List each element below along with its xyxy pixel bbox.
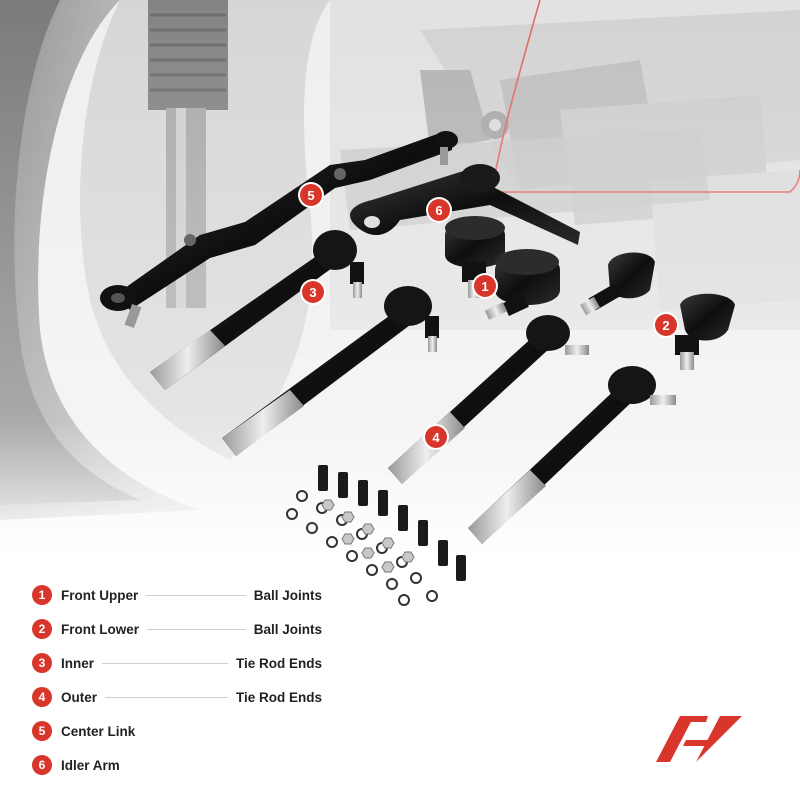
parts-legend: 1 Front Upper Ball Joints 2 Front Lower … bbox=[32, 578, 322, 782]
legend-row-2: 2 Front Lower Ball Joints bbox=[32, 612, 322, 646]
outer-tie-rod-a bbox=[388, 315, 589, 484]
upper-ball-joint-a bbox=[445, 216, 505, 298]
legend-part-name: Front Lower bbox=[61, 621, 139, 637]
legend-divider bbox=[146, 594, 246, 596]
upper-ball-joint-b bbox=[484, 249, 560, 320]
legend-row-4: 4 Outer Tie Rod Ends bbox=[32, 680, 322, 714]
callout-1: 1 bbox=[474, 275, 496, 297]
legend-number: 1 bbox=[32, 585, 52, 605]
hardware-kit bbox=[286, 465, 466, 606]
legend-divider bbox=[105, 696, 228, 698]
legend-number: 4 bbox=[32, 687, 52, 707]
callout-5: 5 bbox=[300, 184, 322, 206]
inner-tie-rod-a bbox=[150, 230, 364, 390]
legend-number: 2 bbox=[32, 619, 52, 639]
legend-part-name: Outer bbox=[61, 689, 98, 705]
legend-row-1: 1 Front Upper Ball Joints bbox=[32, 578, 322, 612]
legend-part-name: Idler Arm bbox=[61, 757, 120, 773]
outer-tie-rod-b bbox=[468, 366, 676, 544]
legend-part-name: Center Link bbox=[61, 723, 136, 739]
callout-4: 4 bbox=[425, 426, 447, 448]
legend-part-type: Tie Rod Ends bbox=[235, 655, 322, 671]
chassis-background-photo bbox=[0, 0, 800, 560]
legend-part-name: Front Upper bbox=[61, 587, 139, 603]
center-link bbox=[100, 131, 458, 329]
callout-6: 6 bbox=[428, 199, 450, 221]
legend-row-3: 3 Inner Tie Rod Ends bbox=[32, 646, 322, 680]
legend-number: 6 bbox=[32, 755, 52, 775]
legend-number: 3 bbox=[32, 653, 52, 673]
idler-arm bbox=[350, 164, 580, 245]
legend-row-6: 6 Idler Arm bbox=[32, 748, 322, 782]
inner-tie-rod-b bbox=[222, 286, 439, 456]
legend-row-5: 5 Center Link bbox=[32, 714, 322, 748]
legend-part-type: Ball Joints bbox=[253, 587, 322, 603]
brand-logo-icon bbox=[656, 716, 742, 762]
legend-part-type: Tie Rod Ends bbox=[235, 689, 322, 705]
lower-ball-joint-a bbox=[580, 252, 655, 316]
legend-number: 5 bbox=[32, 721, 52, 741]
legend-divider bbox=[147, 628, 246, 630]
legend-divider bbox=[102, 662, 228, 664]
legend-part-name: Inner bbox=[61, 655, 95, 671]
legend-part-type: Ball Joints bbox=[253, 621, 322, 637]
parts-illustration bbox=[100, 131, 735, 606]
callout-3: 3 bbox=[302, 281, 324, 303]
callout-2: 2 bbox=[655, 314, 677, 336]
lower-ball-joint-b bbox=[675, 293, 735, 370]
